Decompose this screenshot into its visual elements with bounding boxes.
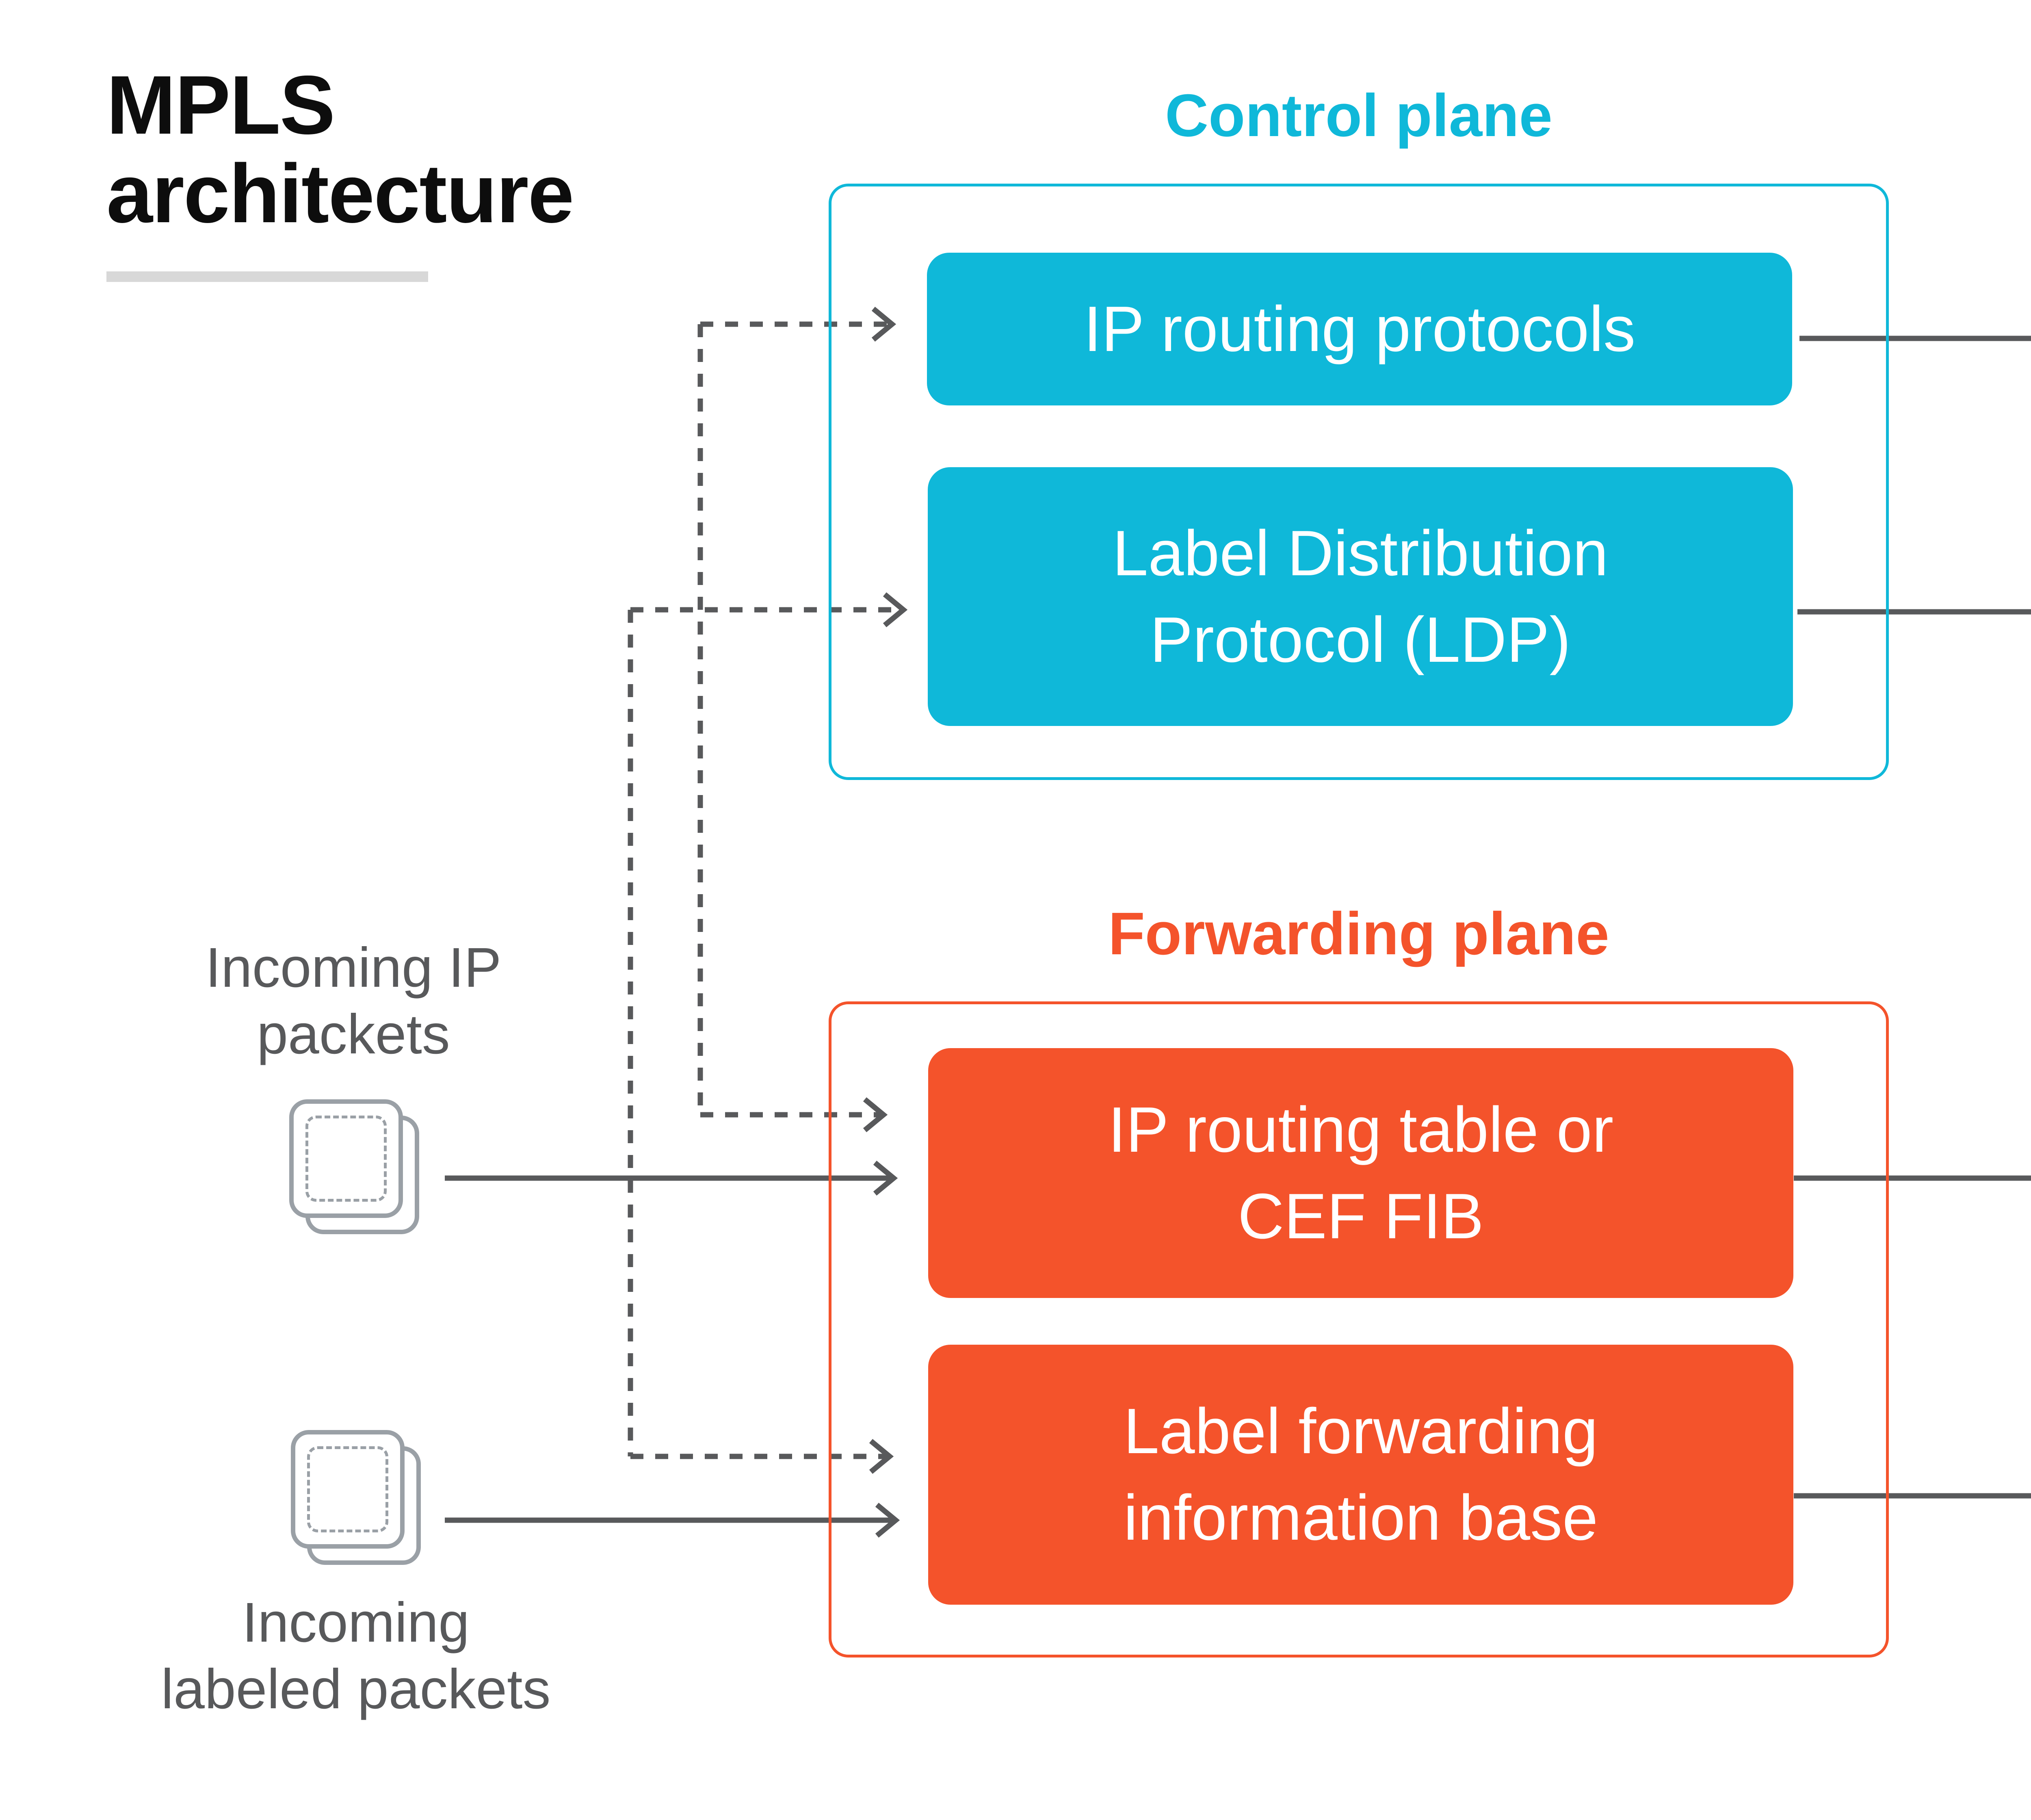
box-label-forwarding-information-base: Label forwarding information base — [928, 1345, 1793, 1605]
page-title: MPLS architecture — [106, 58, 574, 240]
control-plane-box — [829, 184, 1889, 780]
forwarding-plane-box — [829, 1001, 1889, 1658]
control-plane-heading: Control plane — [1165, 82, 1552, 149]
packet-front-sheet — [291, 1430, 405, 1549]
packet-dashed-inner — [305, 1116, 387, 1202]
packet-front-sheet — [289, 1099, 403, 1218]
incoming-labeled-packets-icon — [291, 1430, 421, 1565]
box-label-distribution-protocol: Label Distribution Protocol (LDP) — [928, 467, 1793, 726]
label-incoming-ip-packets: Incoming IP packets — [205, 936, 502, 1066]
box-ip-routing-protocols: IP routing protocols — [927, 253, 1792, 405]
incoming-ip-packets-icon — [289, 1099, 419, 1234]
packet-dashed-inner — [307, 1446, 388, 1532]
forwarding-plane-heading: Forwarding plane — [1108, 900, 1609, 967]
title-underline — [106, 271, 428, 282]
box-ip-routing-table: IP routing table or CEF FIB — [928, 1048, 1793, 1298]
label-incoming-labeled-packets: Incoming labeled packets — [161, 1591, 551, 1720]
